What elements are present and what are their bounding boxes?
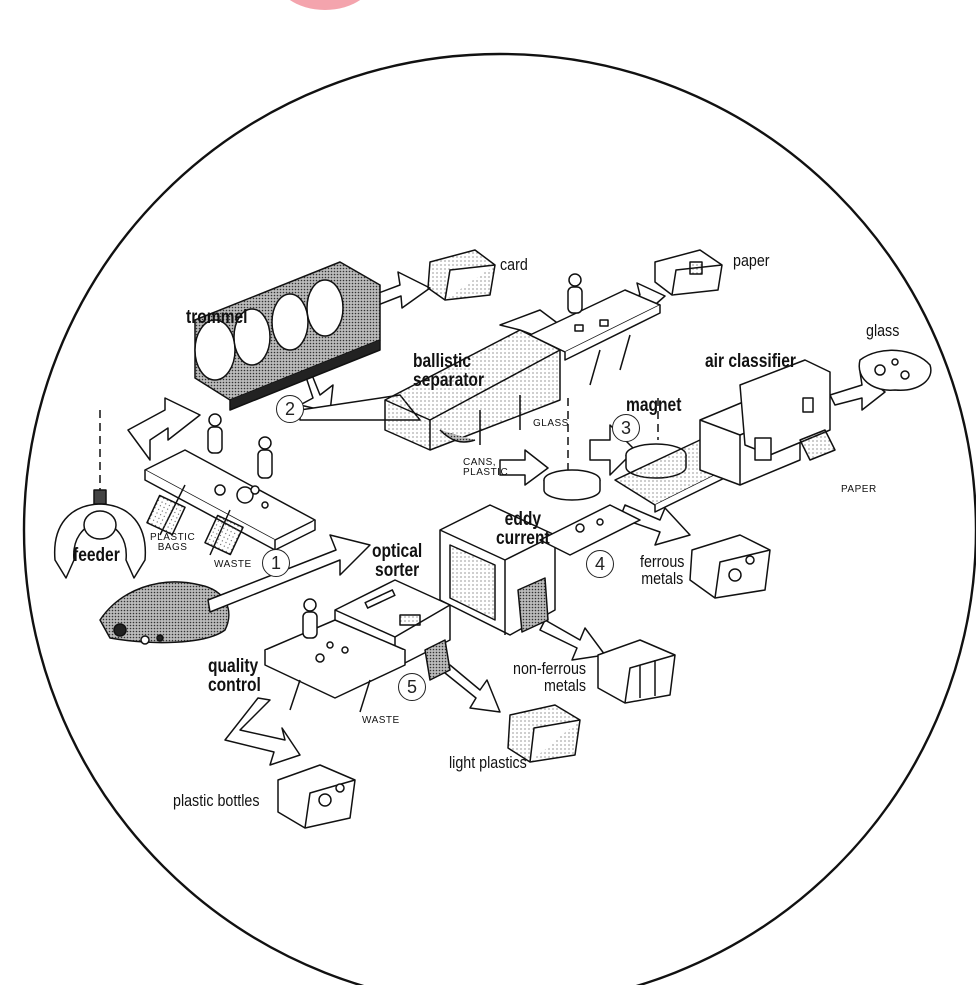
bale-icon <box>428 250 495 300</box>
step-marker-3: 3 <box>612 414 640 442</box>
label-magnet: magnet <box>626 396 681 415</box>
top-accent <box>273 0 377 10</box>
label-quality-control: quality control <box>208 657 261 696</box>
label-waste-1: WASTE <box>214 560 252 570</box>
label-non-ferrous-metals: non-ferrous metals <box>513 660 586 695</box>
step-marker-5: 5 <box>398 673 426 701</box>
conveyor-belt-icon <box>540 505 640 555</box>
label-card: card <box>500 256 528 273</box>
glass-pile-icon <box>859 350 931 390</box>
step-marker-1: 1 <box>262 549 290 577</box>
label-waste-2: WASTE <box>362 716 400 726</box>
label-plastic-bottles: plastic bottles <box>173 792 260 809</box>
trommel-icon <box>195 262 380 410</box>
bale-icon <box>655 250 722 295</box>
label-ferrous-metals: ferrous metals <box>640 553 684 588</box>
label-cans-plastic: CANS, PLASTIC <box>463 458 508 478</box>
air-classifier-icon <box>700 360 835 485</box>
label-paper-small: PAPER <box>841 485 877 495</box>
bale-icon <box>598 640 675 703</box>
label-glass-small: GLASS <box>533 419 569 429</box>
label-feeder: feeder <box>73 546 120 565</box>
step-marker-2: 2 <box>276 395 304 423</box>
step-marker-4: 4 <box>586 550 614 578</box>
label-paper: paper <box>733 252 770 269</box>
bale-icon <box>278 765 355 828</box>
label-glass: glass <box>866 322 899 339</box>
label-ballistic-separator: ballistic separator <box>413 352 484 391</box>
waste-pile-icon <box>100 582 229 644</box>
label-trommel: trommel <box>186 308 247 327</box>
label-air-classifier: air classifier <box>705 352 796 371</box>
label-eddy-current: eddy current <box>496 510 550 549</box>
label-plastic-bags: PLASTIC BAGS <box>150 533 195 553</box>
label-optical-sorter: optical sorter <box>372 542 422 581</box>
label-light-plastics: light plastics <box>449 754 527 771</box>
bale-icon <box>690 535 770 598</box>
